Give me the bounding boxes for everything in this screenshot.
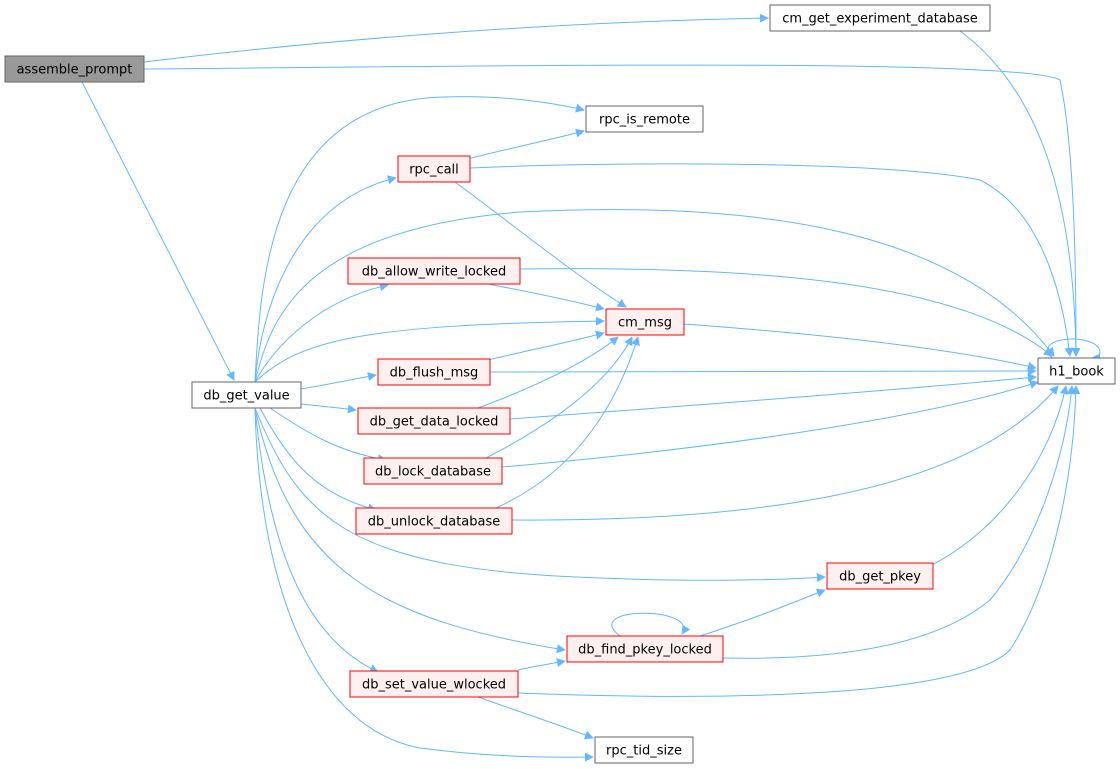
node-box — [4, 55, 145, 83]
node-db_get_data_locked[interactable]: db_get_data_locked — [357, 407, 511, 435]
edge-db_set_value_wlocked-to-h1_book — [517, 385, 1081, 697]
edge-db_get_pkey-to-h1_book — [929, 385, 1069, 567]
edge-rpc_call-to-rpc_is_remote — [467, 128, 585, 160]
edge-db_unlock_database-to-cm_msg — [495, 336, 640, 509]
node-box — [347, 257, 521, 285]
edge-db_get_value-to-db_set_value_wlocked — [254, 407, 379, 673]
edge-db_get_data_locked-to-h1_book — [509, 373, 1037, 420]
node-box — [377, 358, 491, 386]
node-box — [357, 407, 511, 435]
edge-db_unlock_database-to-h1_book — [511, 385, 1059, 521]
edge-cm_get_experiment_database-to-h1_book — [959, 30, 1081, 357]
edge-assemble_prompt-to-db_get_value — [81, 81, 235, 381]
node-box — [363, 457, 503, 485]
node-assemble_prompt[interactable]: assemble_prompt — [4, 55, 145, 83]
node-db_lock_database[interactable]: db_lock_database — [363, 457, 503, 485]
node-box — [397, 155, 471, 183]
edge-assemble_prompt-to-h1_book — [143, 64, 1081, 357]
edge-db_get_value-to-rpc_is_remote — [254, 96, 585, 383]
node-label: db_find_pkey_locked — [578, 643, 712, 658]
edge-db_get_value-to-rpc_tid_size — [254, 407, 594, 762]
node-db_get_value[interactable]: db_get_value — [191, 381, 302, 409]
node-box — [826, 562, 934, 590]
node-box — [355, 507, 513, 535]
node-cm_msg[interactable]: cm_msg — [605, 308, 685, 336]
node-box — [191, 381, 302, 409]
node-box — [769, 4, 991, 32]
node-db_flush_msg[interactable]: db_flush_msg — [377, 358, 491, 386]
edge-db_get_value-to-cm_msg — [254, 316, 605, 383]
edge-db_get_value-to-db_get_data_locked — [300, 403, 357, 414]
node-db_get_pkey[interactable]: db_get_pkey — [826, 562, 934, 590]
edge-db_find_pkey_locked-to-h1_book — [722, 385, 1076, 659]
node-label: db_unlock_database — [368, 515, 501, 530]
edge-db_find_pkey_locked-to-db_find_pkey_locked — [611, 612, 691, 637]
edges — [81, 13, 1101, 762]
edge-db_get_value-to-db_find_pkey_locked — [254, 407, 566, 654]
node-box — [349, 670, 519, 698]
node-label: rpc_tid_size — [606, 744, 682, 759]
edge-db_get_value-to-db_unlock_database — [259, 407, 377, 513]
node-db_unlock_database[interactable]: db_unlock_database — [355, 507, 513, 535]
node-label: db_get_value — [203, 389, 289, 404]
node-label: rpc_call — [409, 163, 459, 178]
node-label: db_set_value_wlocked — [362, 678, 506, 693]
edge-db_get_value-to-h1_book — [254, 209, 1055, 383]
edge-db_get_data_locked-to-cm_msg — [477, 336, 619, 409]
edge-h1_book-to-h1_book — [1047, 338, 1101, 363]
edge-db_allow_write_locked-to-cm_msg — [487, 283, 605, 312]
edge-db_get_value-to-rpc_call — [254, 175, 397, 383]
node-rpc_call[interactable]: rpc_call — [397, 155, 471, 183]
edge-db_get_value-to-db_flush_msg — [300, 372, 377, 390]
node-label: rpc_is_remote — [599, 113, 690, 128]
node-label: cm_msg — [618, 316, 672, 331]
node-rpc_is_remote[interactable]: rpc_is_remote — [585, 105, 704, 133]
node-box — [585, 105, 704, 133]
nodes: assemble_prompt cm_get_experiment_databas… — [4, 4, 1116, 764]
node-box — [566, 635, 724, 663]
node-cm_get_experiment_database[interactable]: cm_get_experiment_database — [769, 4, 991, 32]
node-label: assemble_prompt — [17, 63, 133, 78]
node-rpc_tid_size[interactable]: rpc_tid_size — [594, 736, 694, 764]
node-box — [594, 736, 694, 764]
node-db_allow_write_locked[interactable]: db_allow_write_locked — [347, 257, 521, 285]
node-label: db_get_data_locked — [370, 415, 499, 430]
node-label: cm_get_experiment_database — [782, 12, 978, 27]
edge-rpc_call-to-cm_msg — [454, 181, 627, 308]
edge-db_lock_database-to-cm_msg — [485, 336, 633, 459]
node-label: db_flush_msg — [390, 366, 479, 381]
node-box — [605, 308, 685, 336]
edge-rpc_call-to-h1_book — [469, 163, 1074, 357]
edge-db_set_value_wlocked-to-rpc_tid_size — [477, 696, 594, 740]
edge-db_flush_msg-to-h1_book — [489, 366, 1037, 376]
edge-db_allow_write_locked-to-h1_book — [519, 268, 1053, 357]
edge-assemble_prompt-to-cm_get_experiment_database — [143, 13, 769, 63]
node-h1_book[interactable]: h1_book — [1037, 357, 1116, 385]
edge-db_set_value_wlocked-to-db_find_pkey_locked — [517, 658, 566, 671]
edge-db_flush_msg-to-cm_msg — [487, 330, 605, 361]
edge-db_get_value-to-db_allow_write_locked — [254, 282, 389, 383]
node-db_find_pkey_locked[interactable]: db_find_pkey_locked — [566, 635, 724, 663]
edge-db_get_value-to-db_lock_database — [269, 407, 387, 464]
node-label: db_lock_database — [375, 465, 491, 480]
edge-db_lock_database-to-h1_book — [501, 380, 1039, 468]
node-label: db_allow_write_locked — [362, 265, 507, 280]
edge-db_find_pkey_locked-to-db_get_pkey — [699, 588, 826, 637]
node-db_set_value_wlocked[interactable]: db_set_value_wlocked — [349, 670, 519, 698]
node-label: db_get_pkey — [839, 570, 921, 585]
edge-cm_msg-to-h1_book — [683, 323, 1037, 371]
edge-db_get_value-to-db_get_pkey — [254, 407, 826, 583]
node-box — [1037, 357, 1116, 385]
node-label: h1_book — [1049, 365, 1104, 380]
